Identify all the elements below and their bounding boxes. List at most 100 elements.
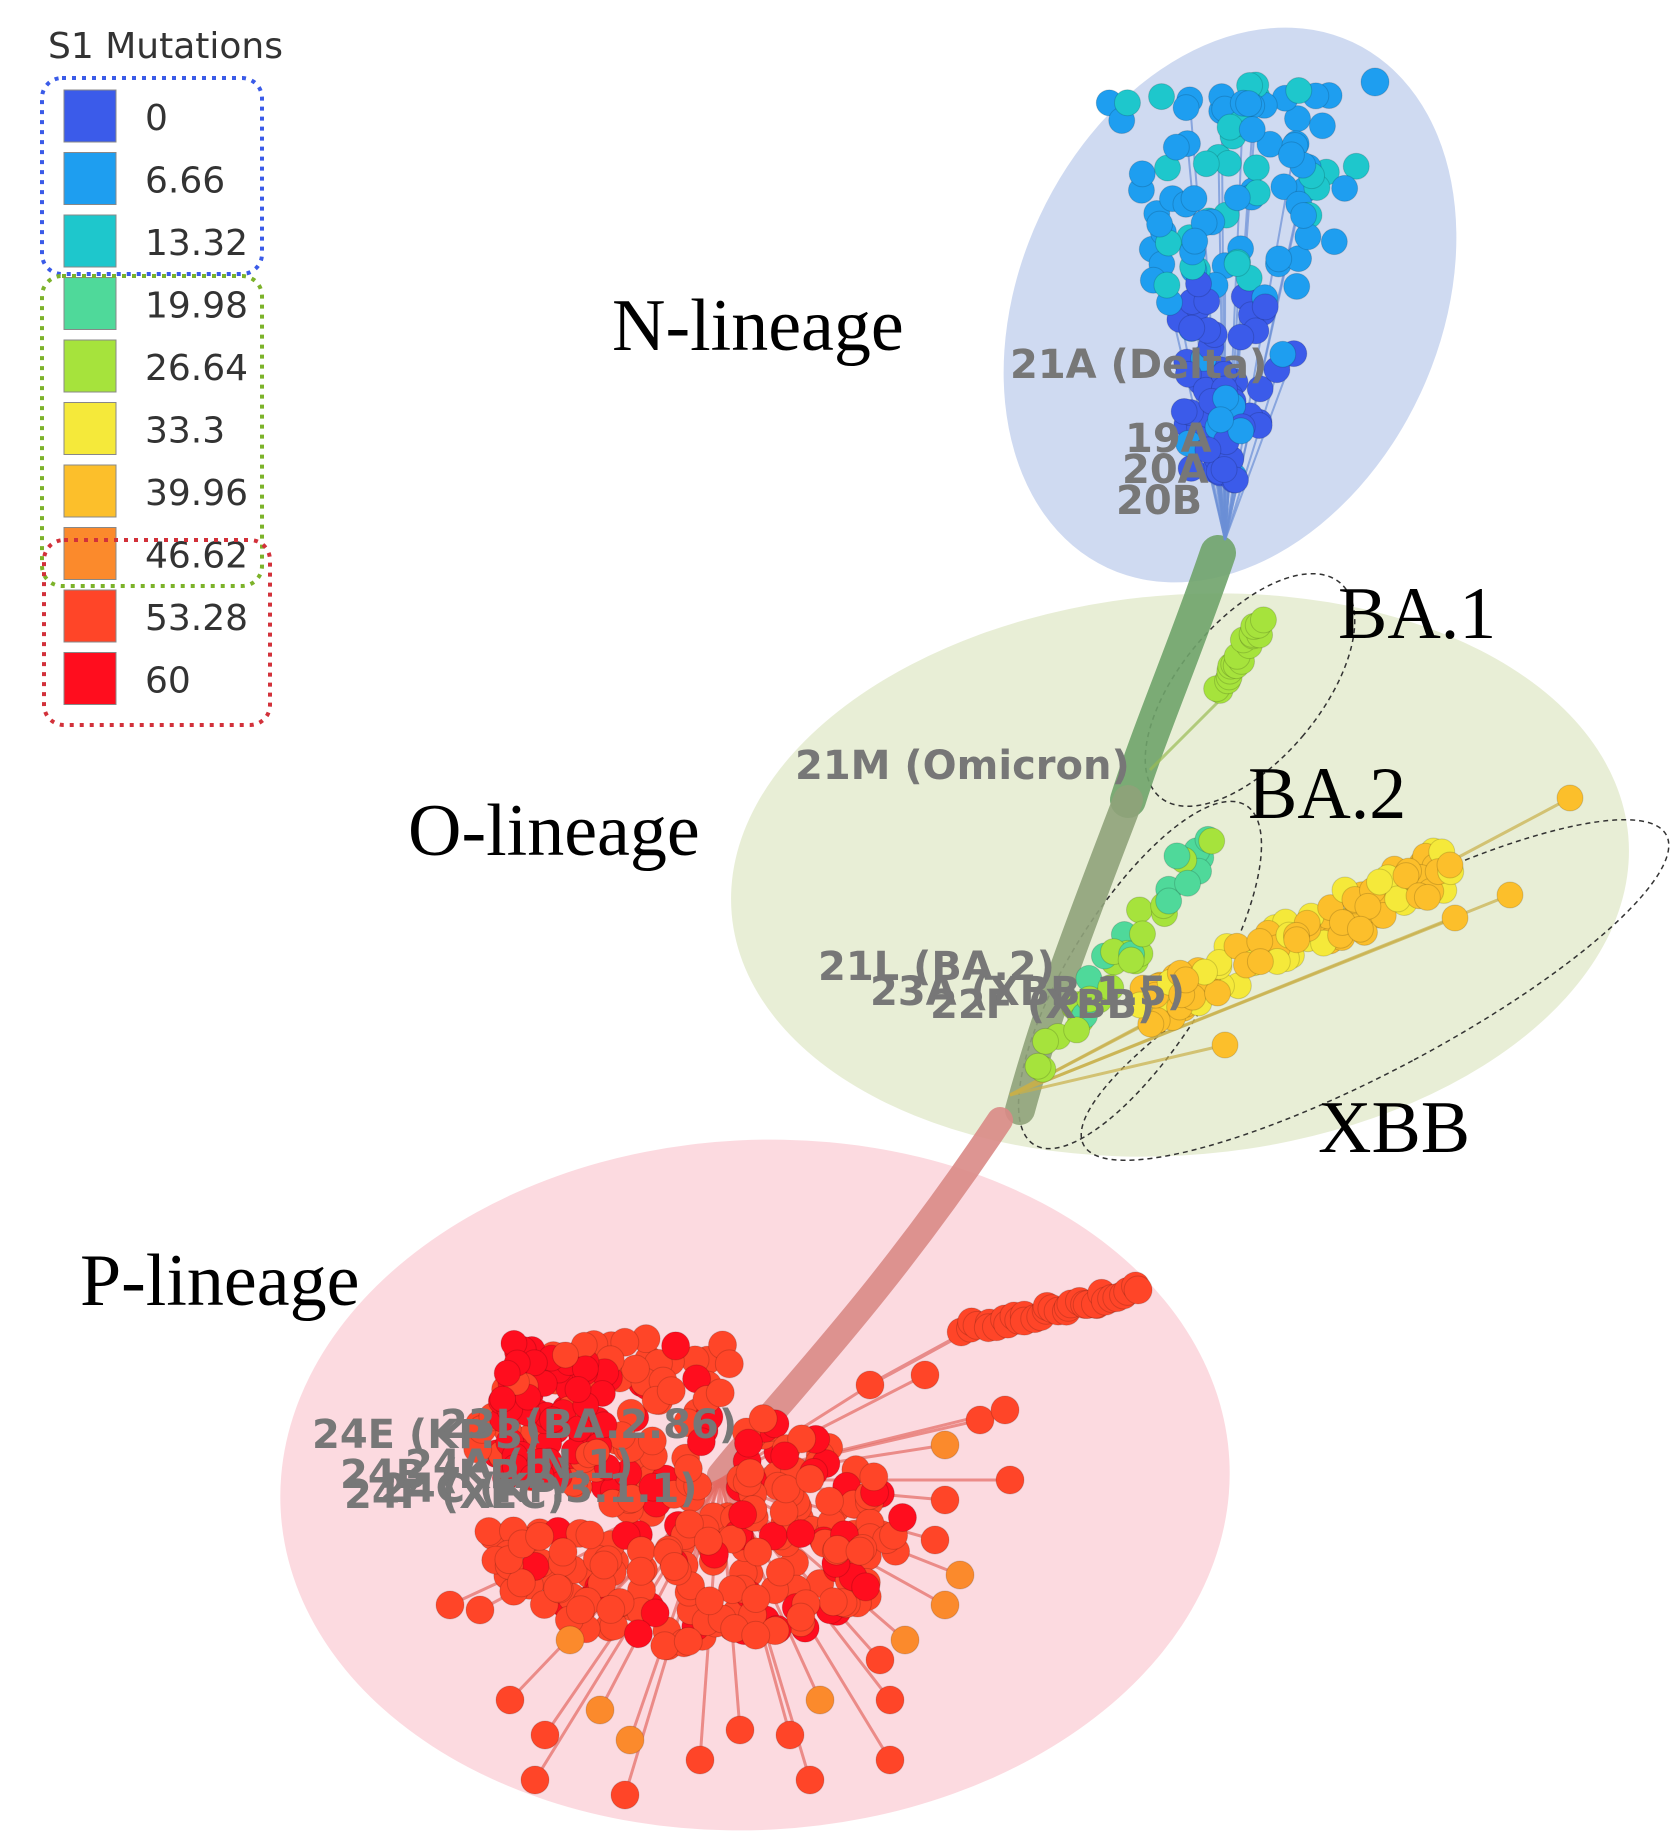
tree-node xyxy=(1204,979,1232,1007)
tree-node xyxy=(1436,851,1464,879)
tree-node xyxy=(620,1354,650,1384)
tree-node xyxy=(590,1411,618,1439)
tree-node xyxy=(1354,892,1382,920)
tree-node xyxy=(771,1474,801,1504)
tree-node xyxy=(945,1560,975,1590)
tree-node xyxy=(1194,436,1222,464)
tree-node xyxy=(805,1685,835,1715)
tree-node xyxy=(814,1486,844,1516)
tree-node xyxy=(661,1331,691,1361)
tree-node xyxy=(693,1526,723,1556)
n-lineage-label: N-lineage xyxy=(612,285,904,367)
tree-node xyxy=(1223,184,1251,212)
tree-node xyxy=(1308,112,1336,140)
tree-node xyxy=(1265,245,1293,273)
tree-node xyxy=(1148,83,1176,111)
tree-node xyxy=(1331,174,1359,202)
tree-branch xyxy=(1148,688,1232,772)
tree-node xyxy=(1192,150,1220,178)
legend-group-green xyxy=(40,274,264,588)
tree-node xyxy=(1246,375,1274,403)
tree-node xyxy=(1032,1027,1060,1055)
tree-node xyxy=(1097,974,1125,1002)
tree-node xyxy=(741,1584,771,1614)
tree-node xyxy=(626,1556,656,1586)
clade-labels: 21A (Delta) 19A 20A 20B 21M (Omicron) 21… xyxy=(312,342,1267,1518)
tree-node xyxy=(743,1537,773,1567)
legend-swatch xyxy=(63,277,117,330)
legend-group-blue xyxy=(40,76,264,276)
tree-node xyxy=(748,1404,778,1434)
tree-node xyxy=(1360,67,1390,97)
clade-label-kp31: 24C (KP.3.1.1) xyxy=(380,1466,698,1512)
tree-node xyxy=(673,1454,703,1484)
tree-node xyxy=(565,1595,595,1625)
tree-node xyxy=(1211,1031,1239,1059)
tree-node xyxy=(965,1405,995,1435)
tree-node xyxy=(1172,966,1200,994)
tree-node xyxy=(1270,173,1298,201)
tree-node xyxy=(770,1441,800,1471)
clade-label-20a: 20A xyxy=(1122,447,1209,493)
tree-node xyxy=(583,1438,611,1466)
tree-node xyxy=(674,1509,704,1539)
tree-node xyxy=(1163,842,1191,870)
tree-node xyxy=(1063,1016,1091,1044)
tree-node xyxy=(1155,887,1183,915)
legend-swatch xyxy=(63,339,117,393)
tree-node xyxy=(1172,94,1200,122)
tree-node xyxy=(1496,881,1524,909)
tree-node xyxy=(1024,1052,1052,1080)
tree-node xyxy=(596,1594,626,1624)
tree-node xyxy=(1283,926,1311,954)
tree-node xyxy=(1251,293,1279,321)
tree-node xyxy=(564,1376,592,1404)
tree-node xyxy=(1285,77,1313,105)
ba2-label: BA.2 xyxy=(1248,753,1406,835)
tree-node xyxy=(1227,417,1255,445)
tree-node xyxy=(930,1485,960,1515)
legend-swatch xyxy=(63,152,117,205)
tree-node xyxy=(493,1359,521,1387)
tree-node xyxy=(1174,869,1202,897)
legend-value: 13.32 xyxy=(145,223,248,264)
tree-node xyxy=(1223,250,1251,278)
tree-node xyxy=(1129,920,1157,948)
tree-node xyxy=(930,1590,960,1620)
tree-node xyxy=(787,1424,817,1454)
n-lineage-region xyxy=(1003,27,1457,583)
tree-node xyxy=(930,1430,960,1460)
tree-branch xyxy=(1224,353,1295,541)
legend-value: 6.66 xyxy=(145,161,225,202)
clade-label-20b: 20B xyxy=(1116,478,1202,524)
tree-node xyxy=(1342,152,1370,180)
p-lineage-label: P-lineage xyxy=(80,1240,359,1322)
tree-node xyxy=(1346,915,1374,943)
tree-node xyxy=(1392,862,1420,890)
tree-node xyxy=(525,1521,555,1551)
legend: S1 Mutations 06.6613.3219.9826.6433.339.… xyxy=(40,26,283,727)
tree-node xyxy=(695,1586,725,1616)
tree-node xyxy=(1320,228,1348,256)
legend-title: S1 Mutations xyxy=(48,26,283,67)
legend-value: 0 xyxy=(145,98,168,139)
tree-node xyxy=(589,1550,619,1580)
tree-node xyxy=(990,1395,1020,1425)
legend-value: 19.98 xyxy=(145,286,248,327)
tree-node xyxy=(1198,827,1226,855)
tree-node xyxy=(786,1519,816,1549)
tree-node xyxy=(1174,360,1202,388)
tree-node xyxy=(1441,904,1469,932)
tree-node xyxy=(855,1370,885,1400)
tree-node xyxy=(1413,883,1441,911)
legend-swatch xyxy=(63,89,117,143)
tree-node xyxy=(735,1458,765,1488)
legend-swatch xyxy=(63,402,117,455)
tree-node xyxy=(506,1568,536,1598)
tree-node xyxy=(465,1595,495,1625)
tree-node xyxy=(656,1376,686,1406)
clade-label-kp2: 24B (KP.2) xyxy=(340,1452,573,1498)
tree-node xyxy=(543,1573,573,1603)
tree-node xyxy=(637,1426,667,1456)
